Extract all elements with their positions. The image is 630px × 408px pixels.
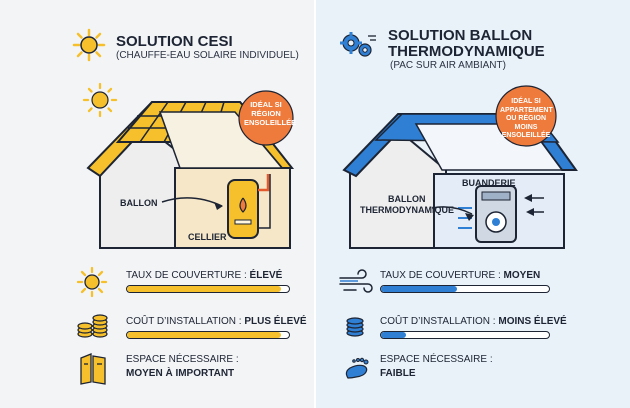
divider <box>314 0 316 408</box>
progress-cost-thermo <box>380 331 550 339</box>
stat-coverage-cesi-label: TAUX DE COUVERTURE : <box>126 270 250 281</box>
room-label-cesi: CELLIER <box>188 232 227 242</box>
badge-text-thermo: IDÉAL SI APPARTEMENT OU RÉGION MOINS ENS… <box>500 98 553 139</box>
subtitle-cesi: (CHAUFFE-EAU SOLAIRE INDIVIDUEL) <box>116 50 299 61</box>
badge-thermo <box>495 85 557 147</box>
stat-space-cesi-label: ESPACE NÉCESSAIRE : <box>126 354 239 365</box>
house-cesi <box>82 82 295 249</box>
tank-label-thermo-line1: BALLON <box>388 194 426 204</box>
footprint-icon <box>345 357 369 379</box>
sun-icon <box>76 266 108 298</box>
badge-text-cesi: IDÉAL SI RÉGION ENSOLEILLÉE <box>244 100 297 127</box>
tank-label-thermo-line2: THERMODYNAMIQUE <box>360 205 454 215</box>
stat-space-thermo-value: FAIBLE <box>380 368 416 379</box>
progress-cost-cesi <box>126 331 290 339</box>
progress-fill <box>127 286 281 292</box>
stat-cost-cesi-label: COÛT D’INSTALLATION : <box>126 316 245 327</box>
progress-coverage-cesi <box>126 285 290 293</box>
space-icon <box>80 353 106 385</box>
page-title-cesi: SOLUTION CESI <box>116 33 233 50</box>
progress-coverage-thermo <box>380 285 550 293</box>
house-thermo <box>342 113 578 249</box>
tank-label-cesi: BALLON <box>120 198 158 208</box>
progress-fill <box>381 286 457 292</box>
stat-coverage-cesi-value: ÉLEVÉ <box>249 270 283 281</box>
gear-icon <box>340 32 376 57</box>
page-title-thermo-line2: THERMODYNAMIQUE <box>388 43 545 60</box>
room-label-thermo: BUANDERIE <box>462 178 516 188</box>
sun-icon <box>82 82 118 118</box>
sun-icon <box>72 28 106 62</box>
wind-icon <box>339 269 373 293</box>
stat-space-thermo-label: ESPACE NÉCESSAIRE : <box>380 354 493 365</box>
coins-icon <box>77 314 108 338</box>
stat-coverage-thermo: TAUX DE COUVERTURE : MOYEN <box>380 270 540 282</box>
stat-coverage-thermo-value: MOYEN <box>503 270 541 281</box>
subtitle-thermo: (PAC SUR AIR AMBIANT) <box>390 60 506 71</box>
badge-cesi <box>238 90 294 146</box>
stat-cost-cesi: COÛT D’INSTALLATION : PLUS ÉLEVÉ <box>126 316 307 328</box>
page-title-thermo-line1: SOLUTION BALLON <box>388 27 533 44</box>
stat-cost-thermo: COÛT D’INSTALLATION : MOINS ÉLEVÉ <box>380 316 567 328</box>
coins-icon <box>346 317 364 337</box>
stat-cost-thermo-value: MOINS ÉLEVÉ <box>498 316 567 327</box>
stat-coverage-thermo-label: TAUX DE COUVERTURE : <box>380 270 504 281</box>
stat-cost-cesi-value: PLUS ÉLEVÉ <box>244 316 307 327</box>
stat-space-cesi-value: MOYEN À IMPORTANT <box>126 368 235 379</box>
stat-coverage-cesi: TAUX DE COUVERTURE : ÉLEVÉ <box>126 270 282 282</box>
stat-cost-thermo-label: COÛT D’INSTALLATION : <box>380 316 499 327</box>
progress-fill <box>381 332 407 338</box>
progress-fill <box>127 332 281 338</box>
